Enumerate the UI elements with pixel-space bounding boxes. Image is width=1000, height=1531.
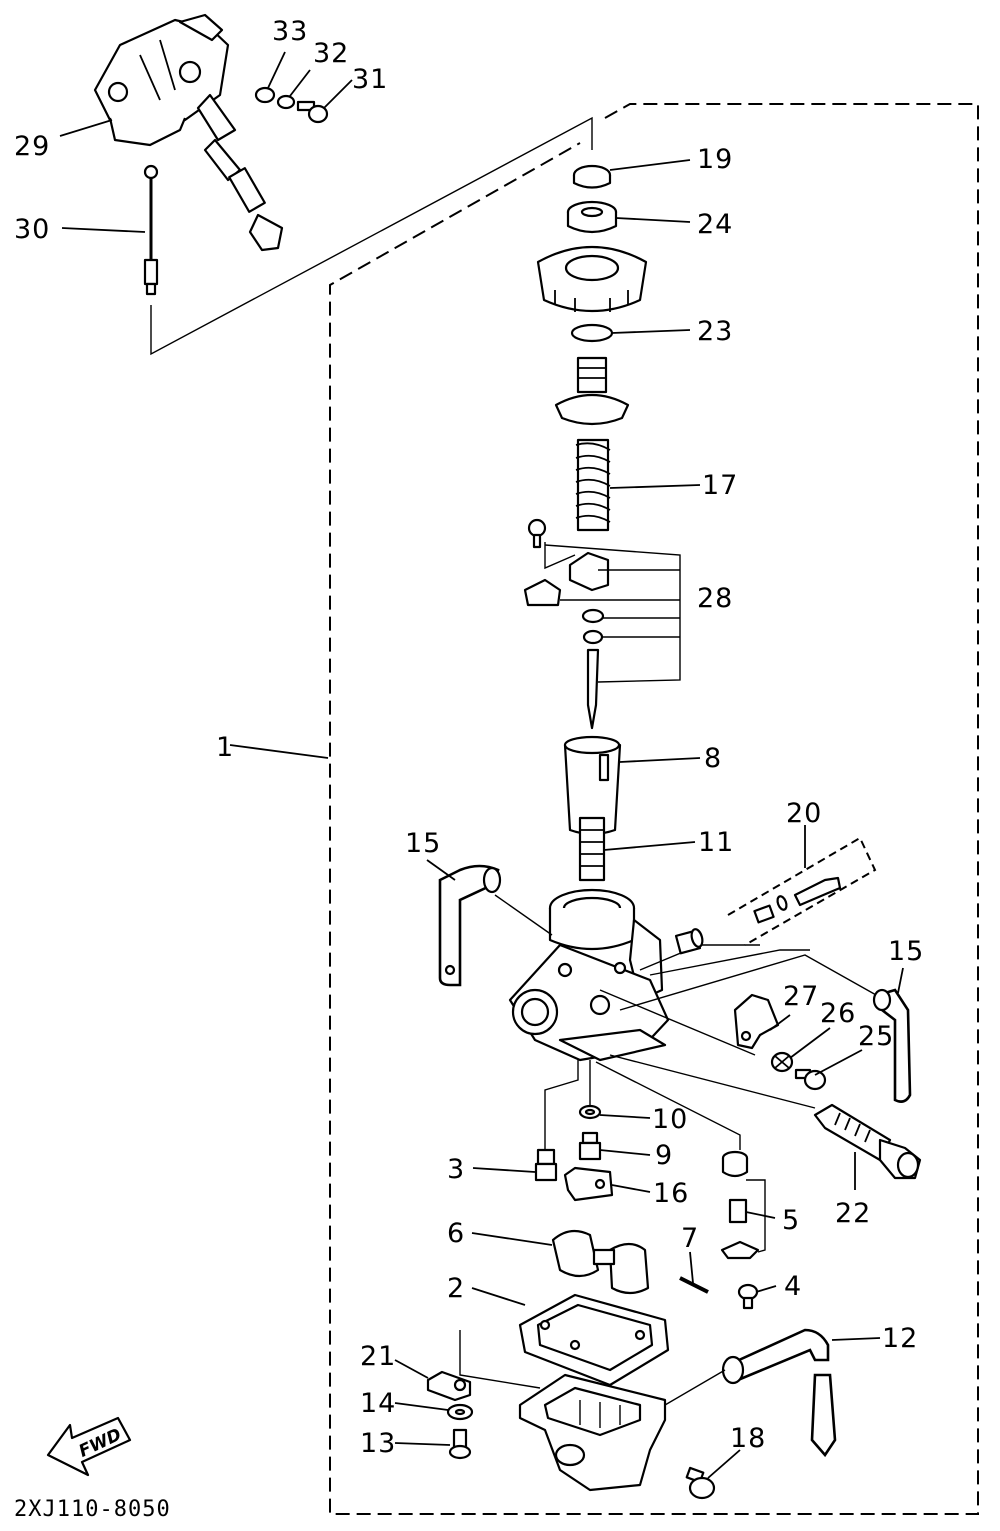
callout-32: 32 [313, 38, 349, 69]
callout-16: 16 [653, 1178, 689, 1209]
pin-part-7 [679, 1276, 709, 1294]
screw-part-31 [296, 100, 329, 124]
callout-11: 11 [698, 827, 734, 858]
callout-22: 22 [835, 1198, 871, 1229]
plunger-cap-part [554, 356, 630, 426]
main-jet-holder-part-3 [534, 1148, 558, 1182]
leader-lines [59, 51, 904, 1479]
callout-6: 6 [447, 1218, 465, 1249]
callout-27: 27 [783, 981, 819, 1012]
cap-part-19 [572, 164, 612, 189]
assembly-boundary [329, 103, 979, 1515]
drawing-code: 2XJ110-8050 [14, 1497, 171, 1522]
callout-15-left: 15 [405, 828, 441, 859]
callout-24: 24 [697, 209, 733, 240]
float-part-6 [551, 1229, 650, 1295]
screw-part-18 [685, 1466, 716, 1500]
callout-23: 23 [697, 316, 733, 347]
callout-3: 3 [447, 1154, 465, 1185]
throttle-cable-part [143, 164, 159, 296]
callout-4: 4 [784, 1271, 802, 1302]
screw-part-4 [737, 1283, 759, 1310]
callout-labels: 1 2 3 4 5 6 7 8 9 10 11 12 13 14 15 15 1… [14, 16, 924, 1459]
screw-part-25 [794, 1068, 827, 1091]
spring-part-17 [575, 438, 611, 532]
callout-19: 19 [697, 144, 733, 175]
callout-33: 33 [272, 16, 308, 47]
cable-connection-line [150, 116, 593, 356]
callout-8: 8 [704, 743, 722, 774]
washer-part-10 [578, 1104, 602, 1120]
callout-18: 18 [730, 1423, 766, 1454]
top-cap-ring-part [536, 246, 648, 313]
vent-hose-part-15-left [438, 864, 502, 987]
callout-15-right: 15 [888, 936, 924, 967]
callout-2: 2 [447, 1273, 465, 1304]
callout-21: 21 [360, 1341, 396, 1372]
air-screw-set-part-20 [727, 836, 877, 946]
washer-part-33 [254, 86, 276, 104]
o-ring-part-23 [570, 323, 614, 343]
float-bowl-part [459, 1330, 667, 1492]
callout-14: 14 [360, 1388, 396, 1419]
throttle-stop-screw-part-22 [813, 1103, 922, 1180]
drain-hose-part-12 [664, 1328, 837, 1458]
callout-7: 7 [681, 1223, 699, 1254]
callout-26: 26 [820, 998, 856, 1029]
bracket-part-27 [733, 993, 780, 1050]
callout-31: 31 [352, 64, 388, 95]
needle-jet-part-11 [578, 816, 606, 882]
callout-17: 17 [702, 470, 738, 501]
callout-13: 13 [360, 1428, 396, 1459]
callout-25: 25 [858, 1021, 894, 1052]
forward-direction-arrow: FWD [46, 1416, 132, 1477]
washer-part-32 [276, 94, 296, 110]
carburetor-body-part [508, 888, 670, 1062]
body-connection-lines [494, 894, 886, 1150]
throttle-valve-part-8 [563, 735, 622, 836]
callout-12: 12 [882, 1323, 918, 1354]
float-arm-part-16 [563, 1166, 614, 1202]
needle-set-part-28 [523, 518, 681, 730]
callout-1: 1 [216, 732, 234, 763]
boot-part-24 [566, 200, 618, 234]
screw-part-13 [448, 1428, 472, 1460]
callout-10: 10 [652, 1104, 688, 1135]
callout-29: 29 [14, 131, 50, 162]
throttle-housing-part [93, 13, 284, 252]
callout-5: 5 [782, 1205, 800, 1236]
washer-part-26 [770, 1051, 794, 1073]
callout-28: 28 [697, 583, 733, 614]
vent-hose-part-15-right [872, 988, 912, 1103]
pilot-jet-part [674, 928, 704, 955]
callout-20: 20 [786, 798, 822, 829]
callout-30: 30 [14, 214, 50, 245]
needle-valve-part-5 [720, 1150, 766, 1260]
gasket-part-2 [518, 1293, 670, 1387]
plate-part-21 [426, 1370, 472, 1402]
washer-part-14 [446, 1403, 474, 1421]
main-jet-part-9 [578, 1131, 602, 1161]
callout-9: 9 [655, 1140, 673, 1171]
